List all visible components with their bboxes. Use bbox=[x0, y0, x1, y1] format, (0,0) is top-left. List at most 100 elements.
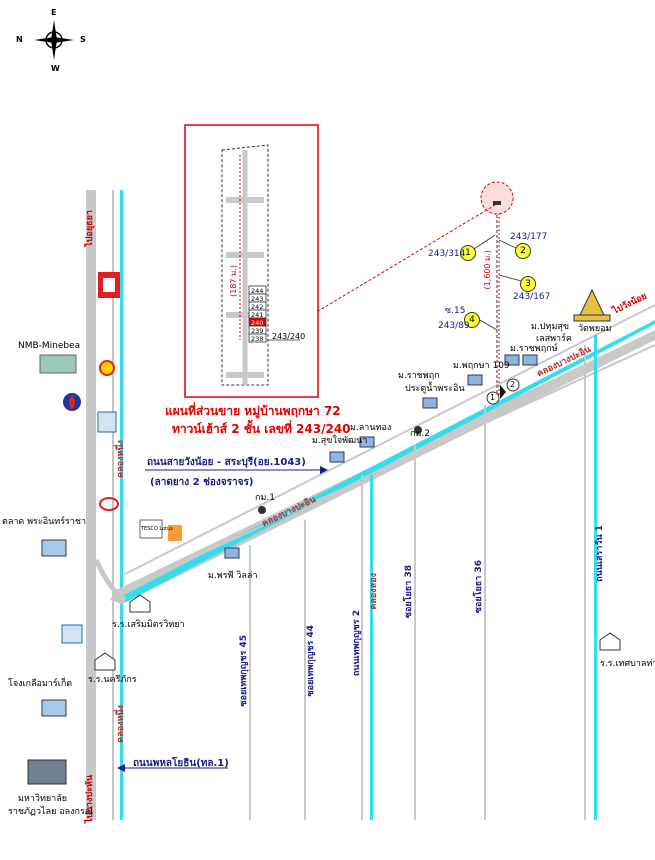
main-road-sublabel: (ลาดยาง 2 ช่องจราจร) bbox=[150, 477, 254, 488]
moo-pathum-label: ม.ปทุมสุข bbox=[531, 322, 570, 332]
brand-sign-inner bbox=[103, 278, 115, 292]
target-marker bbox=[493, 201, 501, 205]
moo-prue-label: ม.พรพี วิลล่า bbox=[208, 571, 258, 581]
marker-two-label: 2 bbox=[510, 380, 516, 389]
soi-44-label: ซอยเทพกุญชร 44 bbox=[306, 625, 316, 697]
inset-house-number: 244 bbox=[251, 287, 263, 295]
canal-nueng-label-2: คลองหนึ่ง bbox=[116, 705, 126, 743]
tesco-label: TESCO Lotus bbox=[141, 526, 173, 532]
inset-house-number: 243 bbox=[251, 295, 263, 303]
inset-target-label: 243/240 bbox=[272, 332, 306, 341]
canal-nueng-label: คลองหนึ่ง bbox=[116, 440, 126, 478]
nmb-label: NMB-Minebea bbox=[18, 341, 81, 351]
university-label: มหาวิทยาลัย bbox=[18, 794, 68, 804]
moo-ratchaphruek-label: ม.ราชพฤกษ์ bbox=[510, 344, 558, 354]
main-road-label: ถนนสายวังน้อย - สระบุรี(อย.1043) bbox=[147, 457, 306, 468]
moo-pradu-label: ประตูน้ำพระอิน bbox=[405, 384, 465, 394]
wat-label: วัดพยอม bbox=[578, 324, 612, 334]
route-point-1-label: 243/314 bbox=[428, 249, 466, 259]
to-ayutthaya-label: ไปอยุธยา bbox=[85, 210, 95, 247]
school-icons bbox=[94, 594, 621, 671]
university-label-2: ราชภัฏวไลย อลงกรณ์ bbox=[8, 807, 94, 817]
canal-right-line bbox=[594, 335, 597, 820]
junction-marker-2 bbox=[506, 378, 520, 392]
route-point-4-label: 243/89 bbox=[438, 321, 470, 331]
bank-logo-1 bbox=[97, 411, 117, 433]
junction-marker-1 bbox=[486, 391, 500, 405]
moo-lanthong-label: ม.ลานทอง bbox=[350, 423, 392, 433]
ptt-flame bbox=[69, 395, 75, 410]
compass-s: S bbox=[80, 35, 86, 44]
compass-rose: E N S W bbox=[16, 8, 86, 73]
moo-lert-label: เลสพาร์ค bbox=[536, 334, 572, 344]
junction-arrow bbox=[500, 385, 506, 399]
gm2-marker bbox=[414, 426, 422, 434]
soi-38-label: ซอยโยธา 38 bbox=[404, 565, 414, 619]
market-glue-label: โจงเกลือมาร์เก็ต bbox=[8, 679, 73, 689]
route-point-2-label: 243/177 bbox=[510, 232, 548, 242]
route-point-3-label: 243/167 bbox=[513, 292, 551, 302]
target-circle bbox=[480, 181, 514, 215]
toyota-logo bbox=[99, 497, 119, 511]
soi-thep2-label: ถนนเทพกุญชร 2 bbox=[352, 610, 362, 677]
inset-house-number: 242 bbox=[251, 303, 263, 311]
inset-distance: (187 ม.) bbox=[229, 265, 238, 297]
market-icons bbox=[41, 539, 67, 717]
gm2-label: กม.2 bbox=[410, 429, 430, 439]
school-soem-label: ร.ร.เสริมมิตรวิทยา bbox=[112, 620, 185, 630]
map-title-line1: แผนที่ส่วนขาย หมู่บ้านพฤกษา 72 bbox=[165, 404, 341, 418]
canal-nueng bbox=[120, 190, 123, 820]
bottom-road-label: ถนนพหลโยธิน(ทล.1) bbox=[133, 758, 229, 769]
gm1-marker bbox=[258, 506, 266, 514]
inset-house-number: 239 bbox=[251, 327, 263, 335]
map-title-line2: ทาวน์เฮ้าส์ 2 ชั้น เลขที่ 243/240 bbox=[172, 422, 351, 436]
route-distance: (1,600 ม.) bbox=[483, 250, 492, 290]
main-road-arrow bbox=[320, 466, 328, 474]
village-icons bbox=[224, 354, 538, 559]
soi-45-label: ซอยเทพกุญชร 45 bbox=[239, 635, 249, 707]
canal-song-line bbox=[370, 475, 373, 820]
bank-logo-2 bbox=[61, 624, 83, 644]
moo-ratchaphruek2-label: ม.ราชพฤก bbox=[398, 371, 440, 381]
inset-house-number: 240 bbox=[251, 319, 263, 327]
nmb-building bbox=[39, 354, 77, 374]
secondary-diagonal-road bbox=[122, 304, 655, 576]
route-point-2: 2 bbox=[515, 243, 531, 259]
lower-diagonal-road bbox=[122, 344, 655, 591]
route-point-1: 1 bbox=[460, 245, 476, 261]
university-building bbox=[27, 759, 67, 785]
soi-36-label: ซอยโยธา 36 bbox=[474, 560, 484, 614]
inset-lot-outline bbox=[221, 144, 269, 386]
compass-n: N bbox=[16, 35, 23, 44]
temple-icon bbox=[573, 288, 611, 322]
inset-connector bbox=[269, 204, 496, 341]
compass-icon bbox=[34, 20, 74, 60]
pointer-4 bbox=[479, 319, 498, 331]
inset-house-238 bbox=[248, 333, 267, 343]
compass-e: E bbox=[51, 8, 57, 17]
gm1-label: กม.1 bbox=[255, 493, 275, 503]
shell-logo bbox=[99, 360, 115, 376]
school-thesaban-label: ร.ร.เทศบาลท่า bbox=[600, 659, 655, 669]
shop-box bbox=[168, 525, 182, 541]
soi-15-label: ซ.15 bbox=[445, 306, 466, 316]
canal-bangpain bbox=[123, 320, 655, 602]
inset-house-number: 238 bbox=[251, 335, 263, 343]
moo-suksan-label: ม.สุขใจพัฒนา bbox=[312, 436, 368, 446]
canal-song-label: คลองสอง bbox=[369, 573, 379, 610]
inset-frame bbox=[184, 124, 319, 398]
inset-house-number: 241 bbox=[251, 311, 263, 319]
compass-w: W bbox=[51, 64, 60, 73]
marker-one-label: 1 bbox=[490, 393, 496, 402]
route-point-3: 3 bbox=[520, 276, 536, 292]
tesco-box bbox=[139, 519, 163, 539]
talad-label: ตลาด พระอินทร์ราชา bbox=[2, 517, 87, 527]
phahonyothin-road bbox=[86, 190, 96, 820]
bottom-road-arrow bbox=[117, 764, 125, 772]
route-point-4: 4 bbox=[464, 312, 480, 328]
school-nakhon-label: ร.ร.นครีภักร bbox=[88, 675, 137, 685]
moo-pruksa109-label: ม.พฤกษา 109 bbox=[453, 361, 510, 371]
soi-nawarat-label: ถนนเสราวัน 1 bbox=[595, 525, 605, 582]
